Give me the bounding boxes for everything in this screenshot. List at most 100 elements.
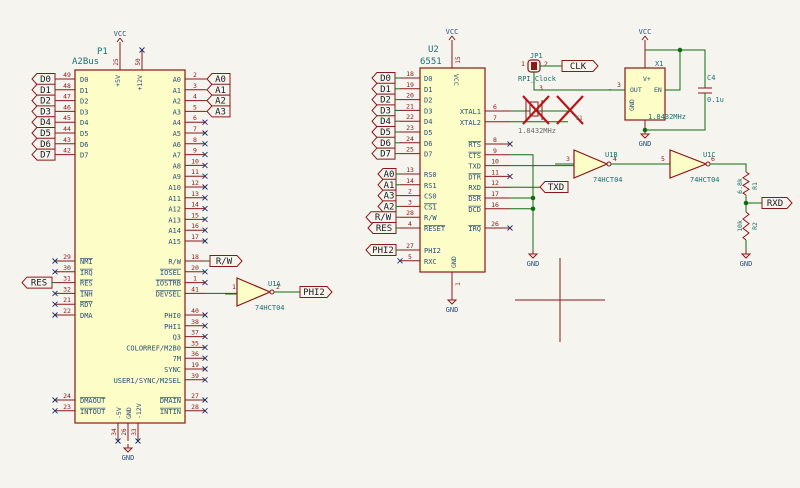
junction-dot [530, 206, 536, 212]
u2-data-pin-label: D7 [424, 151, 432, 159]
x1-body [624, 67, 666, 121]
no-connect-marker [202, 194, 208, 201]
phi2-label-shape [299, 286, 333, 298]
u2-ctrl-pin-label: RS1 [424, 182, 437, 190]
u2-pin-number: 10 [491, 158, 499, 166]
vcc-symbol: VCC [114, 30, 127, 38]
x1-out-label: OUT [630, 86, 642, 94]
p1-pin-number: 38 [191, 318, 199, 326]
p1-bottom-pin-label: DMAOUT [80, 397, 106, 405]
u2-pin-number: 6 [493, 103, 497, 111]
no-connect-marker [52, 301, 58, 308]
u2-pin-number: 13 [406, 166, 414, 174]
no-connect-marker [202, 119, 208, 126]
p1-pin-number: 26 [121, 428, 128, 436]
p1-addr-pin-label: A11 [168, 195, 181, 203]
p1-addr-label: A2 [215, 97, 226, 107]
p1-phi-pin-label: USER1/SYNC/M2SEL [114, 377, 181, 385]
x1-value: 1.8432MHz [648, 113, 686, 121]
p1-addr-pin-label: A3 [173, 108, 181, 116]
u2-data-pin-label: D6 [424, 140, 432, 148]
p1-data-pin-label: D0 [80, 76, 88, 84]
x1-en-label: EN [654, 86, 662, 94]
p1-pin-number: 4 [193, 93, 197, 101]
no-connect-marker [52, 268, 58, 275]
u2-pin-number: 7 [493, 114, 497, 122]
p1-pin-number: 33 [131, 428, 138, 436]
p1-pin-number: 48 [63, 82, 71, 90]
crystal-cap-removed-mark [556, 95, 584, 125]
p1-pin-number: 40 [191, 307, 199, 315]
junction-dot [530, 195, 536, 201]
p1-pin-number: 29 [63, 253, 71, 261]
p1-power-pin-label: +5V [114, 75, 122, 87]
jp1-pin-number: 1 [521, 60, 525, 68]
u2-data-label: D5 [380, 128, 391, 138]
u2-vcc-pin-label: VCC [452, 74, 460, 86]
p1-power-pin-label: -5V [115, 407, 123, 419]
u2-pin-number: 25 [406, 146, 414, 154]
u2-value: 6551 [420, 57, 442, 67]
p1-addr-label-shape [206, 105, 231, 118]
p1-pin-number: 13 [191, 190, 199, 198]
p1-addr-pin-label: A15 [168, 238, 181, 246]
c4-value: 0.1u [707, 96, 724, 104]
p1-ctrl-pin-label: DEVSEL [156, 290, 181, 298]
p1-addr-pin-label: A6 [173, 141, 181, 149]
p1-pin-number: 34 [111, 428, 118, 436]
p1-data-pin-label: D6 [80, 141, 88, 149]
gnd-symbol: GND [446, 306, 459, 314]
x1-en-wire [645, 49, 681, 91]
p1-bottom-pin-label: INTOUT [80, 408, 106, 416]
p1-addr-pin-label: A7 [173, 152, 181, 160]
u2-reference: U2 [428, 45, 439, 55]
no-connect-marker [202, 268, 208, 275]
u2-serial-pin-label: CTS [468, 152, 481, 160]
u2-pin-number: 2 [408, 188, 412, 196]
p1-data-label: D7 [40, 151, 51, 161]
u2-data-label: D7 [380, 150, 391, 160]
p1-data-pin-label: D2 [80, 98, 88, 106]
no-connect-marker [507, 173, 513, 180]
no-connect-marker [202, 333, 208, 340]
p1-pin-number: 27 [191, 392, 199, 400]
p1-pin-number: 49 [63, 71, 71, 79]
gnd-triangle [527, 253, 539, 259]
p1-ctrl-pin-label: INH [80, 290, 93, 298]
x1-pin-number: 3 [617, 81, 621, 89]
inverter-bubble [606, 161, 612, 167]
p1-reference: P1 [97, 47, 108, 57]
p1-pin-number: 15 [191, 211, 199, 219]
gnd-symbol: GND [122, 454, 135, 462]
p1-addr-label: A1 [215, 86, 226, 96]
p1-data-label: D1 [40, 86, 51, 96]
u1a-pin-number: 1 [232, 283, 236, 291]
resistor-zigzag [742, 211, 750, 241]
p1-phi-pin-label: Q3 [173, 334, 181, 342]
p1-pin-number: 21 [63, 296, 71, 304]
no-connect-marker [52, 397, 58, 403]
p1-data-pin-label: D3 [80, 108, 88, 116]
u2-data-pin-label: D0 [424, 75, 432, 83]
p1-pin-number: 23 [63, 403, 71, 411]
u2-pin-number: 26 [491, 220, 499, 228]
p1-addr-pin-label: A14 [168, 227, 181, 235]
jp1-value: RPI_Clock [518, 75, 557, 83]
p1-pin-number: 46 [63, 103, 71, 111]
p1-pin-number: 6 [193, 114, 197, 122]
p1-addr-pin-label: A10 [168, 184, 181, 192]
p1-bottom-pin-label: DMAIN [160, 397, 181, 405]
u2-pin-number: 8 [493, 136, 497, 144]
vcc-symbol: VCC [446, 28, 459, 36]
no-connect-marker [202, 397, 208, 403]
u2-pin-number: 18 [406, 70, 414, 78]
u2-pin-number: 21 [406, 102, 414, 110]
u2-pin-number: 4 [408, 220, 412, 228]
u2-addr-label: A3 [384, 192, 395, 202]
p1-ctrl-pin-label: IOSTRB [156, 280, 181, 288]
no-connect-marker [135, 438, 141, 444]
p1-addr-pin-label: A1 [173, 87, 181, 95]
vcc-arrow [644, 35, 649, 41]
p1-data-label-shape [31, 116, 56, 129]
phi2-label: PHI2 [303, 288, 325, 298]
